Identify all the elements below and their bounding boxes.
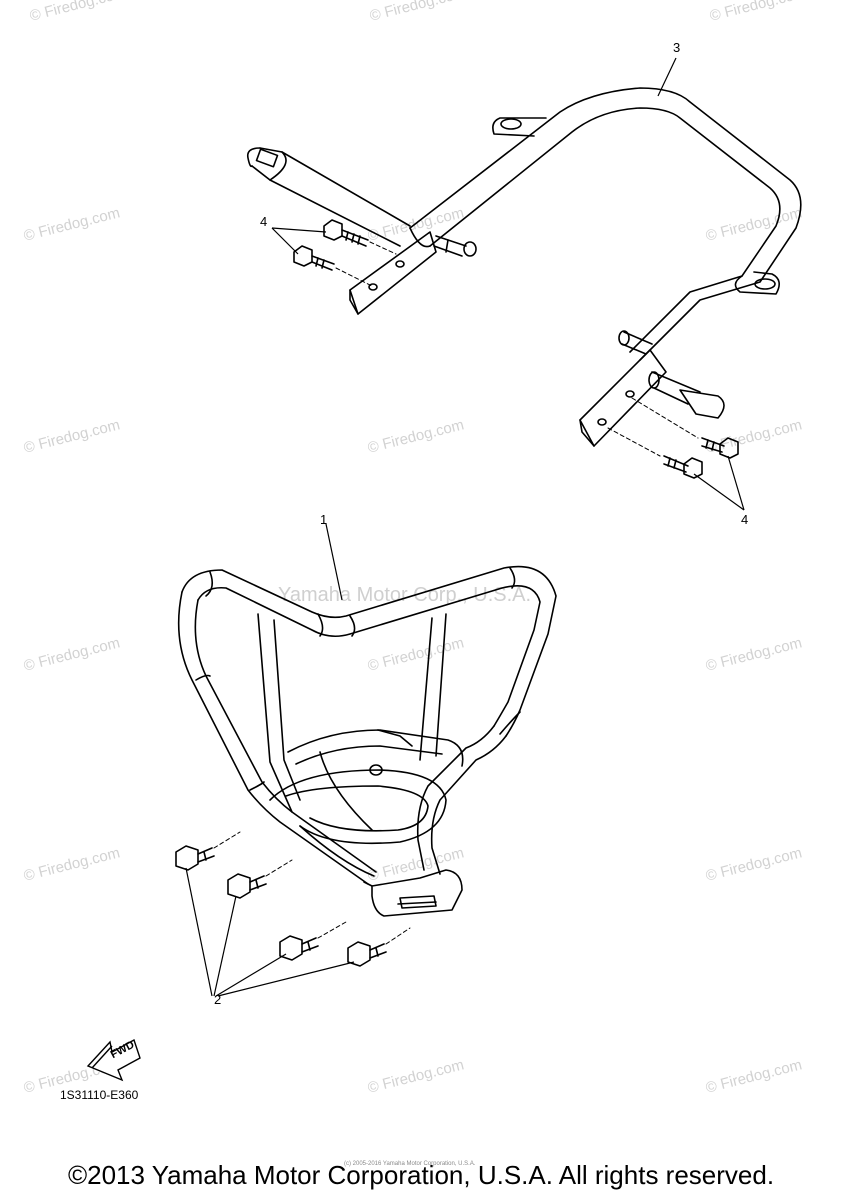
right-bracket-plate [579,349,667,447]
mounting-tab-top [492,117,547,137]
right-pin [618,330,653,355]
bolt-4-upper-a [323,219,369,247]
bottom-mount-bracket [363,869,463,917]
callout-part-4-upper: 4 [260,214,268,229]
callout-part-1: 1 [320,512,328,527]
diagram-code: 1S31110-E360 [60,1088,139,1102]
callout-part-2: 2 [214,992,222,1007]
bolt-2-b [227,873,267,899]
left-grab-rod [246,147,411,247]
bolt-2-d [347,941,387,967]
front-guard [177,565,557,917]
callout-part-4-lower: 4 [741,512,749,527]
right-grab-rod [648,371,725,419]
left-bracket-plate [349,231,437,315]
bolt-4-lower-b [663,455,703,479]
left-pin [433,235,477,257]
bolt-4-upper-b [293,245,335,271]
bolt-2-a [175,845,215,871]
leader-lines [185,57,745,997]
bolt-2-c [279,935,319,961]
rear-guard-bar [246,87,802,479]
callout-part-3: 3 [673,40,681,55]
tiny-copyright: (c) 2005-2016 Yamaha Motor Corporation, … [344,1161,476,1167]
mounting-tab-right [734,271,780,295]
copyright-footer: ©2013 Yamaha Motor Corporation, U.S.A. A… [67,1160,775,1190]
bolt-4-lower-a [701,437,739,459]
forward-arrow-icon [86,1038,141,1082]
brand-watermark: Yamaha Motor Corp., U.S.A. [278,584,532,606]
